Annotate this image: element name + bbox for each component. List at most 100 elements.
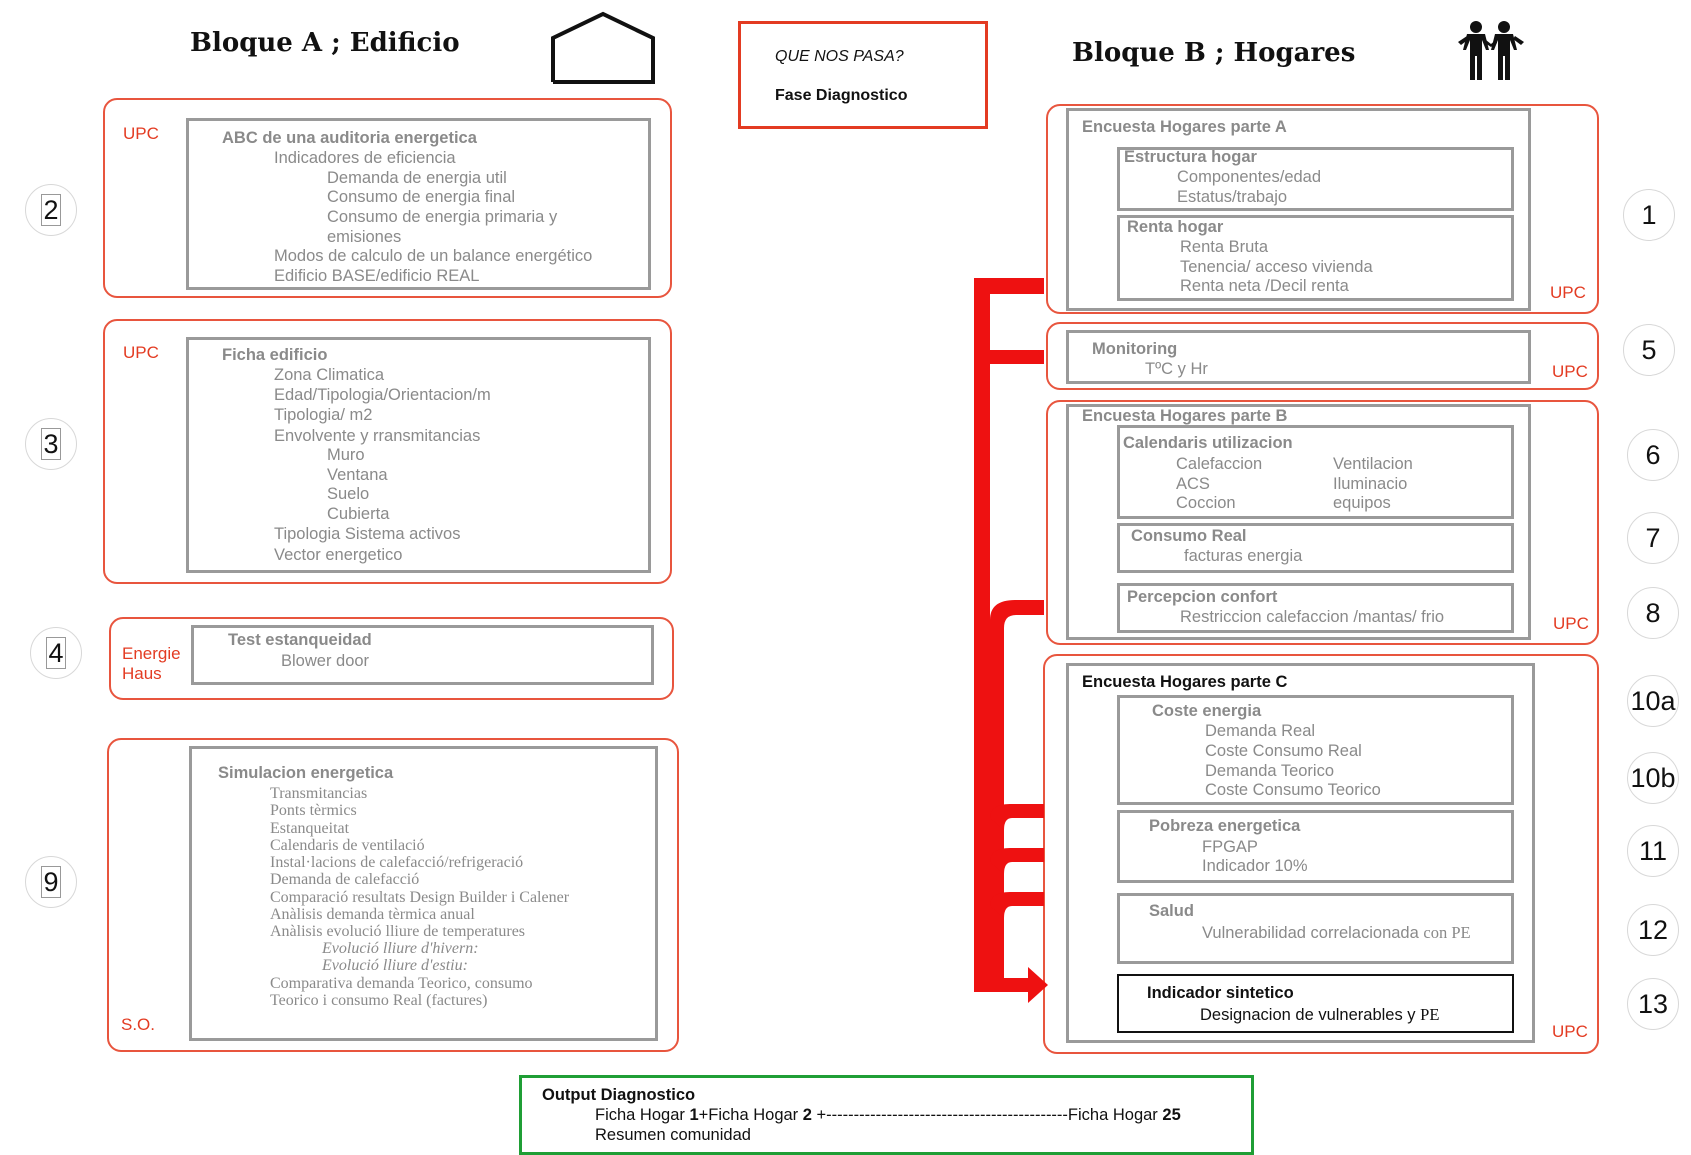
house-icon	[551, 11, 655, 84]
indicador-box	[1117, 974, 1514, 1033]
encuesta-a-org: UPC	[1550, 283, 1586, 302]
consumo-title: Consumo Real	[1131, 527, 1247, 545]
ficha-line: Vector energetico	[274, 546, 403, 564]
audit-line: Edificio BASE/edificio REAL	[274, 267, 480, 285]
ficha-line: Muro	[327, 446, 365, 464]
connector-branch-coste	[990, 804, 1044, 830]
renta-line: Renta Bruta	[1180, 238, 1269, 256]
audit-line: emisiones	[327, 228, 402, 246]
ficha-org: UPC	[123, 343, 159, 362]
test-org-line1: Energie	[122, 644, 181, 663]
percepcion-line: Restriccion calefaccion /mantas/ frio	[1180, 608, 1445, 626]
simulacion-line: Calendaris de ventilació	[270, 837, 425, 854]
step-10a-badge: 10a	[1627, 675, 1679, 727]
test-title: Test estanqueidad	[228, 631, 372, 649]
step-4-badge: 4	[30, 627, 82, 679]
simulacion-line: Instal·lacions de calefacció/refrigeraci…	[270, 854, 524, 871]
simulacion-panel	[107, 738, 679, 1052]
ficha-title: Ficha edificio	[222, 346, 328, 364]
audit-title: ABC de una auditoria energetica	[222, 129, 477, 147]
step-13-badge: 13	[1627, 978, 1679, 1030]
coste-title: Coste energia	[1152, 702, 1262, 720]
salud-line: Vulnerabilidad correlacionada con PE	[1202, 923, 1471, 942]
renta-line: Tenencia/ acceso vivienda	[1180, 258, 1373, 276]
step-9-badge: 9	[25, 856, 77, 908]
output-title: Output Diagnostico	[542, 1086, 696, 1104]
connector-branch-encuesta-a	[974, 278, 1044, 294]
step-1-badge: 1	[1623, 189, 1675, 241]
step-8-badge: 8	[1627, 587, 1679, 639]
monitoring-panel	[1046, 322, 1599, 390]
pobreza-box	[1117, 810, 1514, 883]
simulacion-line: Comparativa demanda Teorico, consumo	[270, 975, 533, 992]
simulacion-line: Anàlisis demanda tèrmica anual	[270, 906, 475, 923]
ficha-panel	[103, 319, 672, 584]
step-10b-badge: 10b	[1627, 752, 1679, 804]
coste-box	[1117, 695, 1514, 805]
connector-arrows	[974, 278, 1048, 1003]
calendaris-box	[1117, 425, 1514, 519]
test-line: Blower door	[281, 652, 370, 670]
audit-line: Modos de calculo de un balance energétic…	[274, 247, 593, 265]
indicador-line: Designacion de vulnerables y PE	[1200, 1005, 1440, 1024]
calendaris-item: equipos	[1333, 494, 1391, 512]
ficha-line: Suelo	[327, 485, 370, 503]
step-12-badge: 12	[1627, 904, 1679, 956]
simulacion-box	[189, 746, 658, 1041]
test-box	[191, 625, 654, 685]
coste-line: Demanda Real	[1205, 722, 1316, 740]
audit-line: Indicadores de eficiencia	[274, 149, 456, 167]
simulacion-title: Simulacion energetica	[218, 764, 394, 782]
ficha-line: Envolvente y rransmitancias	[274, 427, 481, 445]
step-6-badge: 6	[1627, 429, 1679, 481]
output-line2: Resumen comunidad	[595, 1126, 751, 1144]
renta-title: Renta hogar	[1127, 218, 1224, 236]
indicador-title: Indicador sintetico	[1147, 984, 1294, 1002]
consumo-line: facturas energia	[1184, 547, 1303, 565]
simulacion-line: Teorico i consumo Real (factures)	[270, 992, 488, 1009]
encuesta-a-title: Encuesta Hogares parte A	[1082, 118, 1287, 136]
connector-branch-monitoring	[974, 350, 1044, 364]
encuesta-a-box	[1066, 108, 1531, 311]
pobreza-line: FPGAP	[1202, 838, 1258, 856]
phase-question: QUE NOS PASA?	[775, 48, 904, 65]
simulacion-line: Evolució lliure d'estiu:	[322, 957, 468, 974]
percepcion-box	[1117, 583, 1514, 633]
step-7-badge: 7	[1627, 512, 1679, 564]
salud-title: Salud	[1149, 902, 1194, 920]
coste-line: Coste Consumo Real	[1205, 742, 1362, 760]
encuesta-c-box	[1066, 663, 1535, 1043]
calendaris-title: Calendaris utilizacion	[1123, 434, 1293, 452]
calendaris-item: Ventilacion	[1333, 455, 1413, 473]
ficha-line: Edad/Tipologia/Orientacion/m	[274, 386, 491, 404]
encuesta-c-org: UPC	[1552, 1022, 1588, 1041]
renta-box	[1117, 215, 1514, 301]
audit-box	[186, 118, 651, 290]
output-line1: Ficha Hogar 1+Ficha Hogar 2 +-----------…	[595, 1106, 1181, 1124]
estructura-title: Estructura hogar	[1124, 148, 1257, 166]
simulacion-line: Estanqueitat	[270, 820, 350, 837]
consumo-box	[1117, 523, 1514, 573]
phase-box: QUE NOS PASA? Fase Diagnostico	[738, 21, 988, 129]
calendaris-item: Calefaccion	[1176, 455, 1263, 473]
simulacion-line: Anàlisis evolució lliure de temperatures	[270, 923, 526, 940]
step-5-badge: 5	[1623, 324, 1675, 376]
audit-panel	[103, 98, 672, 298]
block-a-title: Bloque A ; Edificio	[190, 28, 460, 58]
calendaris-item: ACS	[1176, 475, 1210, 493]
simulacion-line: Evolució lliure d'hivern:	[322, 940, 479, 957]
coste-line: Demanda Teorico	[1205, 762, 1335, 780]
encuesta-a-panel	[1046, 104, 1599, 314]
ficha-line: Zona Climatica	[274, 366, 385, 384]
phase-name: Fase Diagnostico	[775, 87, 908, 104]
ficha-line: Ventana	[327, 466, 388, 484]
pobreza-line: Indicador 10%	[1202, 857, 1308, 875]
encuesta-b-panel	[1046, 400, 1599, 645]
encuesta-c-title: Encuesta Hogares parte C	[1082, 673, 1288, 691]
audit-line: Consumo de energia final	[327, 188, 516, 206]
simulacion-org: S.O.	[121, 1015, 156, 1034]
estructura-line: Estatus/trabajo	[1177, 188, 1288, 206]
block-b-title: Bloque B ; Hogares	[1072, 38, 1356, 68]
step-2-badge: 2	[25, 184, 77, 236]
simulacion-line: Demanda de calefacció	[270, 871, 420, 888]
